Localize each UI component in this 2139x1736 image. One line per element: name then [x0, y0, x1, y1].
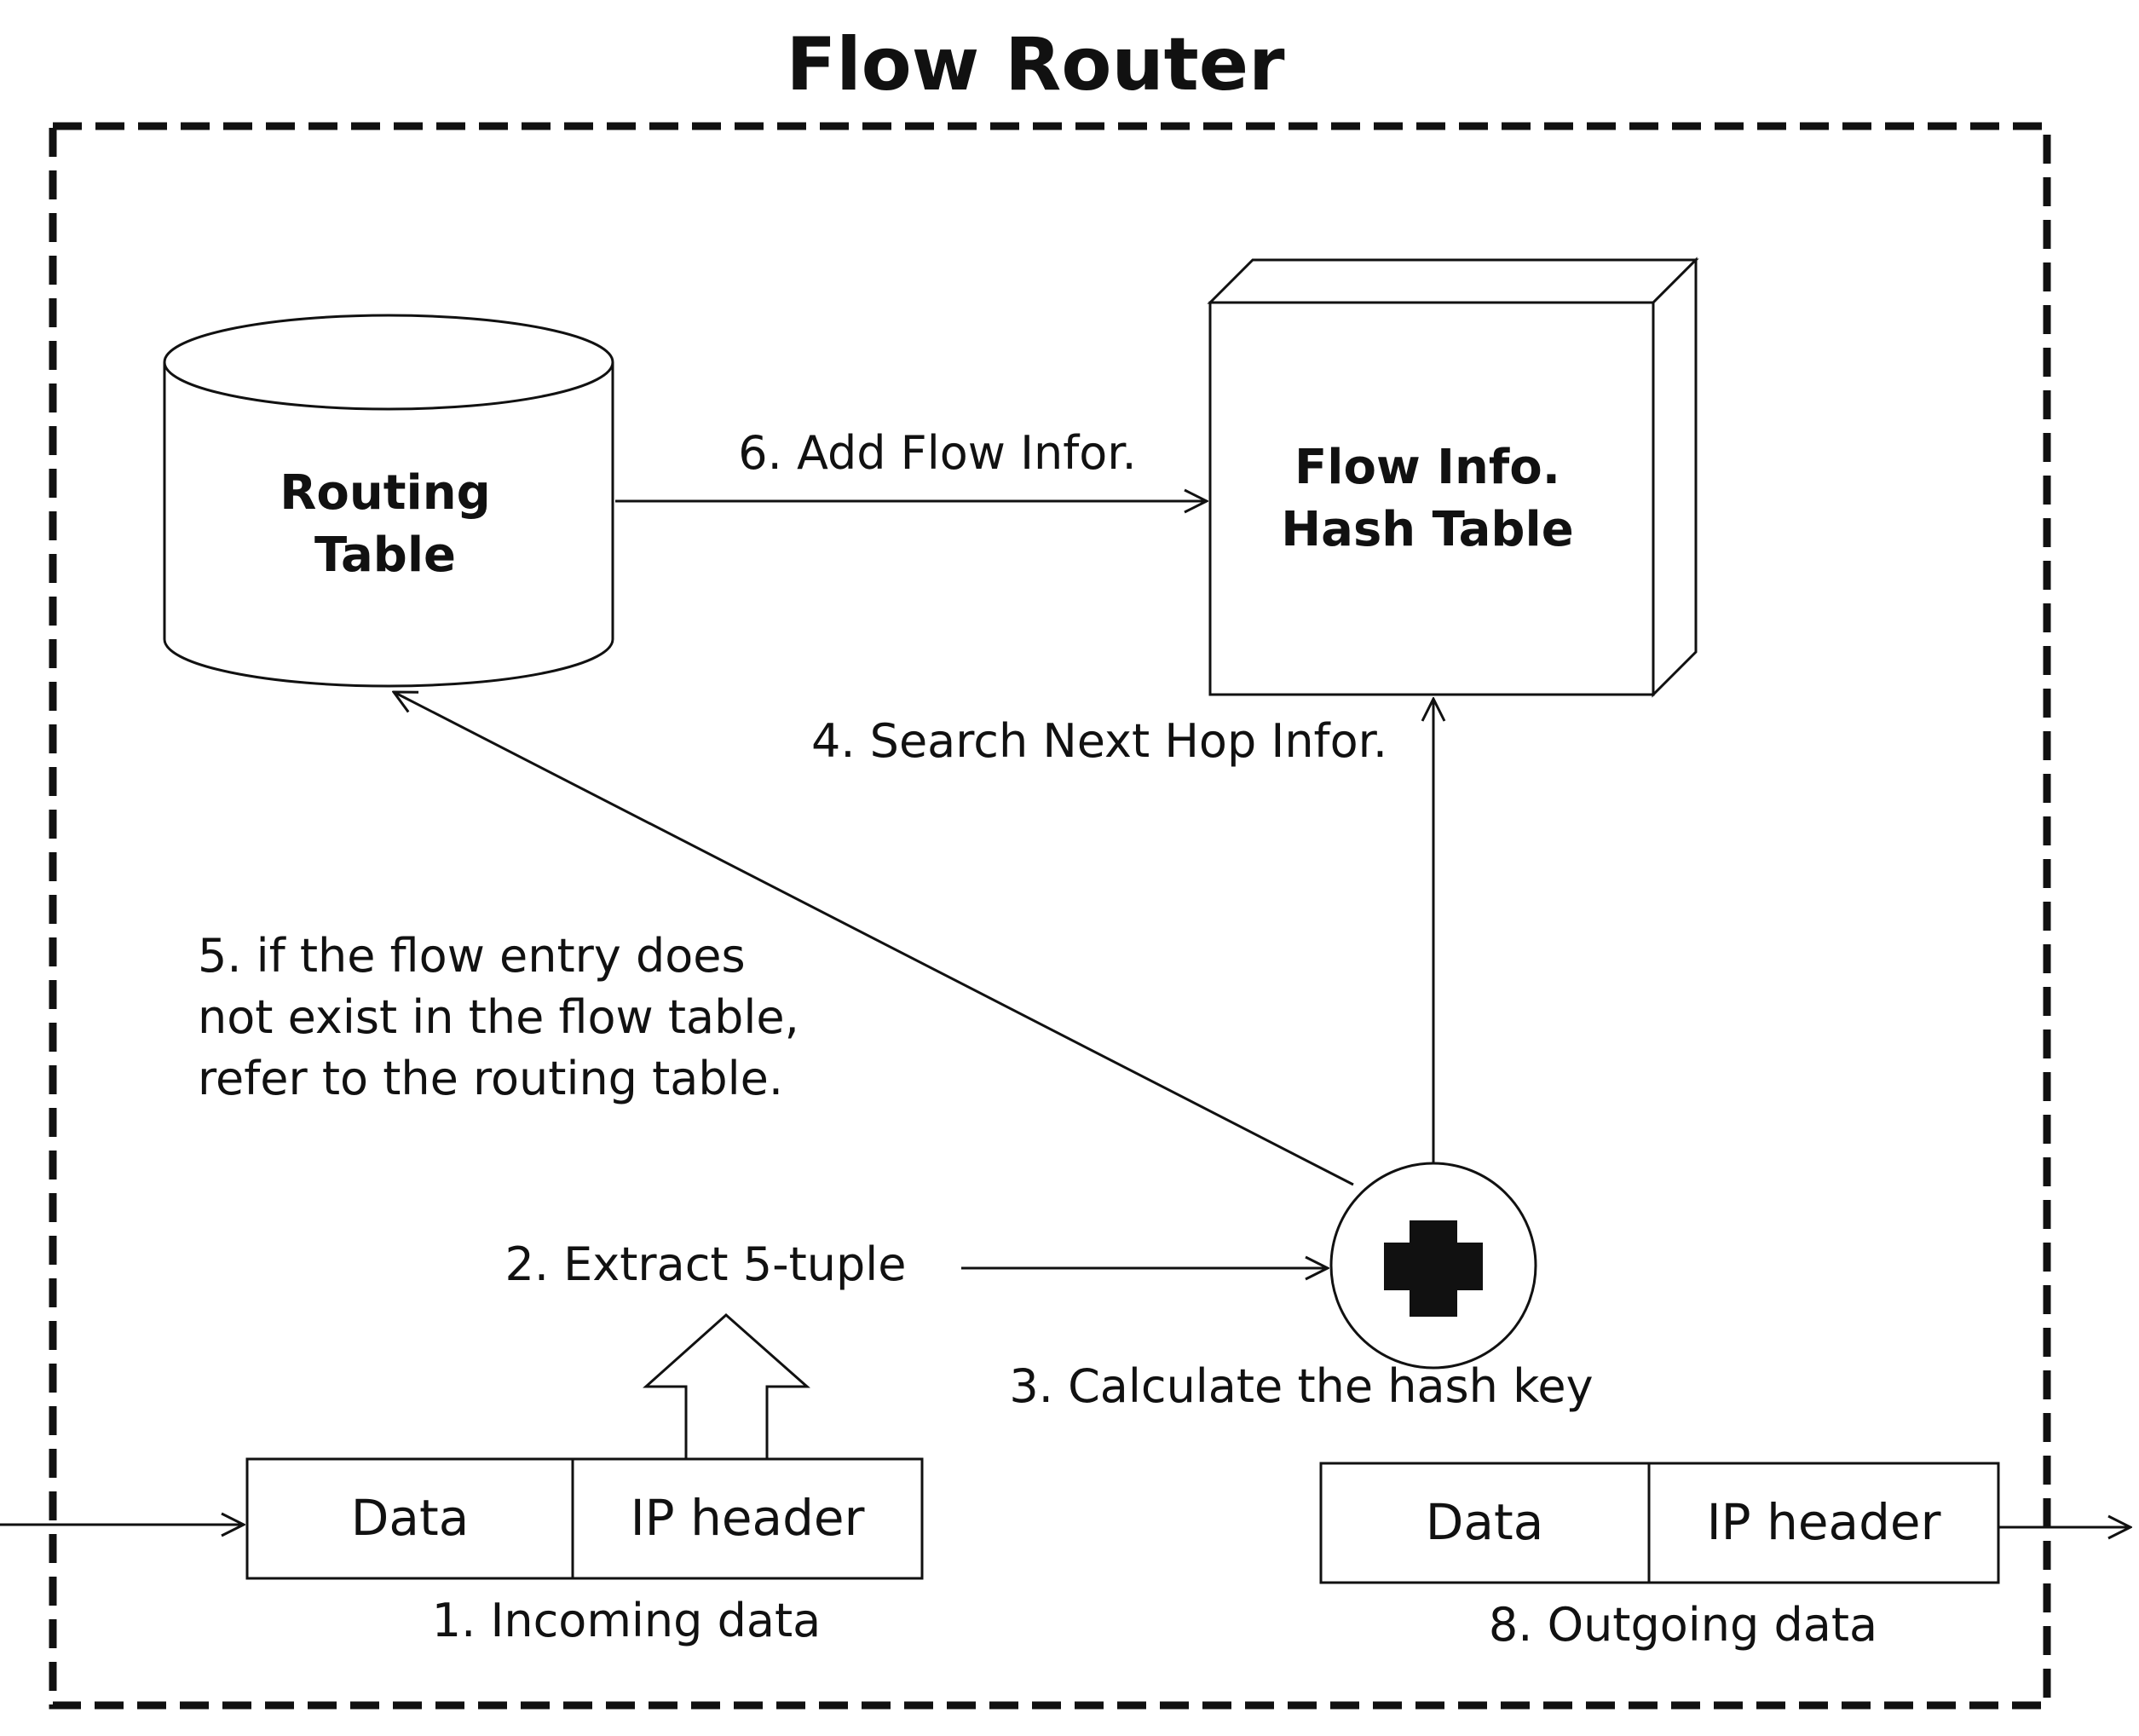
hash-table-label-line1: Flow Info.	[1294, 440, 1560, 495]
hash-calculator-node	[1329, 1162, 1537, 1370]
routing-table-label-line2: Table	[314, 528, 456, 583]
outgoing-data-cell: Data	[1426, 1493, 1544, 1551]
step6-label: 6. Add Flow Infor.	[738, 426, 1136, 480]
incoming-header-cell: IP header	[631, 1489, 865, 1547]
diagram-title: Flow Router	[786, 22, 1285, 107]
routing-table-label-line1: Routing	[280, 465, 490, 521]
step2-label: 2. Extract 5-tuple	[505, 1237, 907, 1291]
step1-label: 1. Incoming data	[432, 1594, 821, 1647]
hash-table-box: Flow Info. Hash Table	[1207, 257, 1699, 698]
outgoing-packet: Data IP header	[1319, 1462, 2000, 1584]
routing-table-cylinder: Routing Table	[163, 314, 614, 688]
outgoing-header-cell: IP header	[1707, 1493, 1941, 1551]
hash-table-label-line2: Hash Table	[1281, 502, 1573, 557]
step3-label: 3. Calculate the hash key	[1009, 1359, 1593, 1413]
extract-up-arrow	[643, 1312, 810, 1461]
step5-label-line1: 5. if the flow entry does	[198, 929, 746, 983]
plus-icon	[1384, 1220, 1483, 1317]
incoming-packet: Data IP header	[245, 1457, 924, 1580]
step5-label-line3: refer to the routing table.	[198, 1052, 783, 1105]
incoming-data-cell: Data	[351, 1489, 470, 1547]
arrow-refer-routing-table	[394, 692, 1354, 1186]
flow-router-boundary	[49, 122, 2051, 1710]
step4-label: 4. Search Next Hop Infor.	[811, 714, 1387, 768]
step8-label: 8. Outgoing data	[1489, 1598, 1877, 1652]
step5-label-line2: not exist in the flow table,	[198, 990, 799, 1044]
